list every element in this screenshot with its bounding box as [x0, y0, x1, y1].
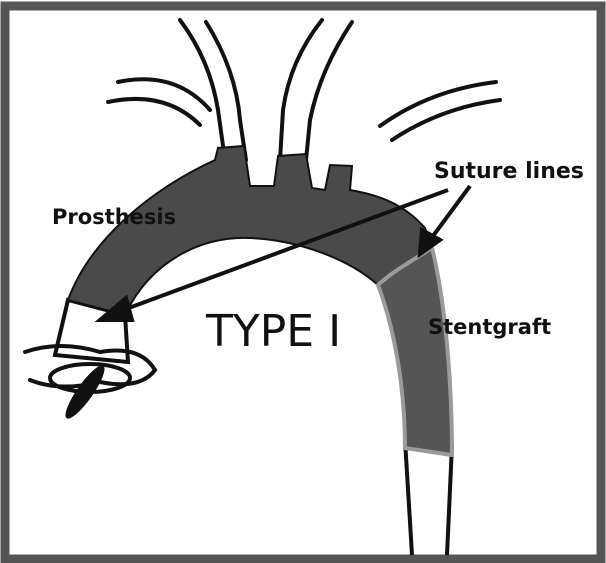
stentgraft-label: Stentgraft	[428, 315, 551, 339]
type-label: TYPE I	[205, 306, 341, 357]
prosthesis-label: Prosthesis	[52, 205, 176, 229]
suture-lines-label: Suture lines	[434, 159, 584, 184]
